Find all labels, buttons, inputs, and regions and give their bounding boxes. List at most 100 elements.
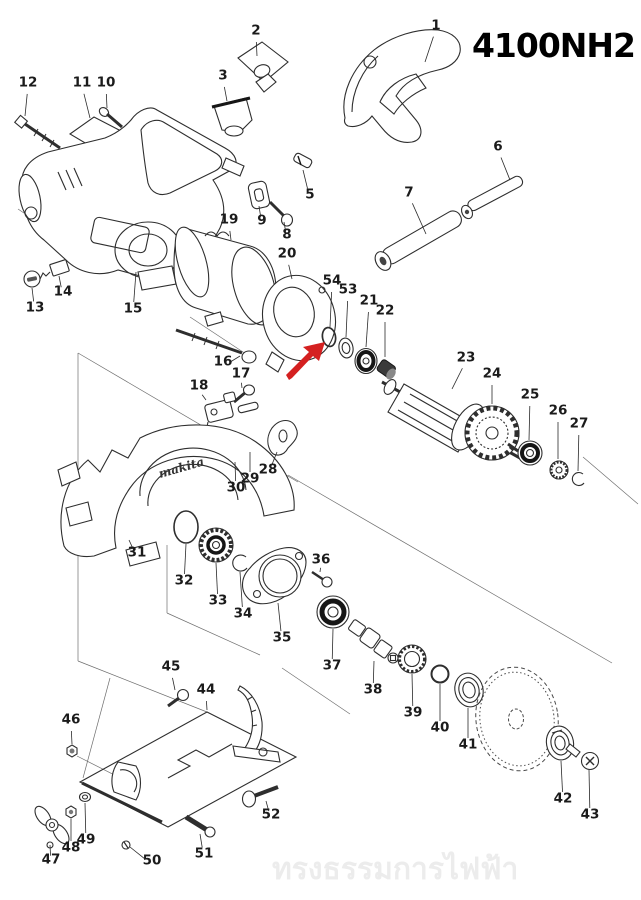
part-33-bearing-gear — [198, 527, 234, 563]
leader-line-5 — [302, 169, 308, 189]
leader-line-49 — [84, 802, 87, 834]
leader-line-12 — [24, 93, 28, 117]
part-54-o-ring — [321, 326, 337, 348]
part-51-pin — [184, 814, 216, 838]
leader-line-11 — [83, 93, 91, 119]
part-number-38: 38 — [364, 682, 383, 698]
part-14-carbon-brush — [39, 259, 70, 280]
part-number-37: 37 — [323, 658, 342, 674]
leader-line-21 — [365, 311, 369, 348]
leader-line-32 — [184, 543, 187, 575]
leader-line-53 — [345, 300, 349, 338]
part-number-14: 14 — [54, 284, 73, 300]
leader-line-9 — [258, 205, 262, 217]
construction-line — [77, 660, 208, 713]
leader-line-42 — [560, 760, 563, 793]
leader-line-14 — [58, 275, 62, 288]
part-number-12: 12 — [19, 75, 38, 91]
part-37-ball-bearing — [316, 595, 350, 629]
part-number-31: 31 — [128, 545, 147, 561]
part-number-53: 53 — [339, 282, 358, 298]
part-25-ball-bearing — [517, 440, 543, 466]
leader-line-30 — [234, 461, 237, 482]
part-number-44: 44 — [197, 682, 216, 698]
part-number-6: 6 — [493, 139, 502, 155]
part-number-24: 24 — [483, 366, 502, 382]
part-13-brush-cap — [23, 270, 41, 288]
part-21-ball-bearing — [354, 347, 378, 375]
part-number-9: 9 — [257, 213, 266, 229]
part-22-sleeve — [376, 359, 396, 380]
part-number-54: 54 — [323, 273, 342, 289]
leader-line-44 — [206, 700, 208, 711]
part-number-52: 52 — [262, 807, 281, 823]
leader-line-52 — [265, 800, 270, 812]
leader-line-7 — [412, 203, 427, 235]
leader-line-15 — [133, 271, 137, 303]
part-number-45: 45 — [162, 659, 181, 675]
leader-line-3 — [223, 86, 228, 102]
part-32-o-ring — [173, 510, 199, 544]
red-pointer-arrow — [286, 342, 325, 380]
part-number-39: 39 — [404, 705, 423, 721]
construction-line — [166, 612, 261, 656]
leader-line-28 — [271, 451, 278, 465]
part-number-42: 42 — [554, 791, 573, 807]
leader-line-17 — [241, 382, 243, 389]
part-number-29: 29 — [241, 471, 260, 487]
leader-line-23 — [451, 368, 463, 390]
part-number-41: 41 — [459, 737, 478, 753]
part-number-23: 23 — [457, 350, 476, 366]
part-number-20: 20 — [278, 246, 297, 262]
part-number-40: 40 — [431, 720, 450, 736]
leader-line-18 — [201, 394, 207, 401]
leader-line-33 — [215, 562, 218, 595]
leader-line-2 — [255, 41, 258, 57]
part-34-snap-ring — [232, 554, 248, 572]
part-number-5: 5 — [305, 187, 314, 203]
part-number-28: 28 — [259, 462, 278, 478]
part-52-bolt — [241, 785, 279, 808]
part-5-terminal — [293, 152, 313, 169]
leader-line-39 — [411, 673, 414, 707]
part-number-27: 27 — [570, 416, 589, 432]
part-number-17: 17 — [232, 366, 251, 382]
part-number-1: 1 — [431, 18, 440, 34]
part-number-18: 18 — [190, 378, 209, 394]
leader-line-54 — [329, 291, 333, 328]
part-27-snap-ring — [571, 471, 585, 487]
part-31-blade-case: makita — [57, 424, 295, 567]
part-8-screw — [268, 200, 294, 227]
part-number-15: 15 — [124, 301, 143, 317]
part-48-nut — [65, 805, 77, 819]
part-10-screw — [98, 107, 123, 129]
part-41-inner-flange — [454, 672, 484, 708]
part-46-nut — [66, 744, 78, 758]
part-number-35: 35 — [273, 630, 292, 646]
part-number-49: 49 — [77, 832, 96, 848]
leader-line-51 — [199, 833, 203, 848]
part-17-screw — [233, 384, 256, 404]
part-19-stator — [173, 226, 277, 327]
part-number-26: 26 — [549, 403, 568, 419]
leader-line-6 — [500, 157, 511, 181]
part-number-13: 13 — [26, 300, 45, 316]
leader-line-27 — [577, 434, 580, 472]
leader-line-50 — [129, 846, 145, 859]
part-43-bolt — [565, 743, 600, 771]
leader-line-38 — [372, 660, 375, 684]
part-45-screw — [167, 688, 190, 708]
part-number-32: 32 — [175, 573, 194, 589]
part-number-34: 34 — [234, 606, 253, 622]
construction-line — [82, 677, 111, 779]
part-number-3: 3 — [218, 68, 227, 84]
leader-line-31 — [128, 539, 134, 550]
part-12-bolt — [13, 114, 61, 150]
saw-blade-dashed — [475, 666, 559, 772]
construction-line — [281, 667, 351, 715]
part-36-screw — [311, 570, 333, 588]
part-number-22: 22 — [376, 303, 395, 319]
part-number-51: 51 — [195, 846, 214, 862]
leader-line-47 — [49, 844, 51, 856]
part-16-bolt — [175, 328, 257, 364]
